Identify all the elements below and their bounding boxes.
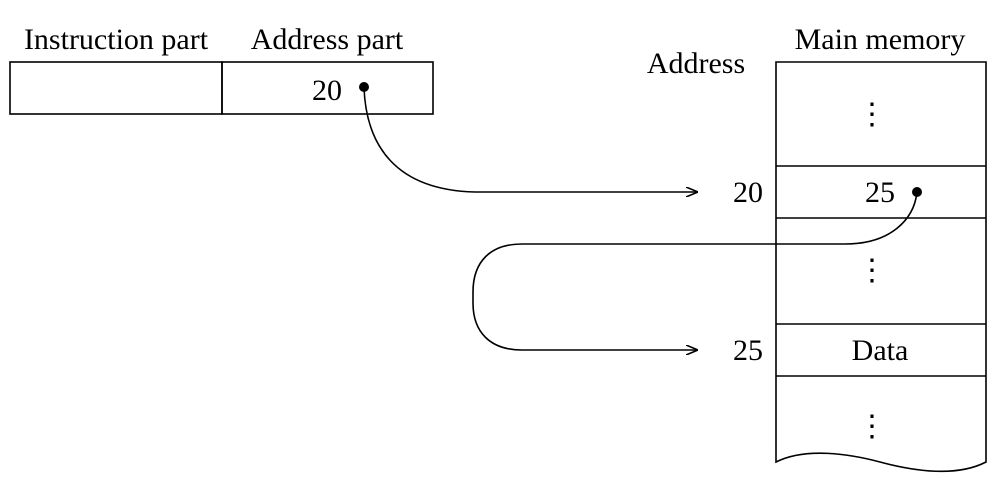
memory-cell-ellipsis: ⋮ [857, 98, 887, 131]
memory-cell-data: Data [852, 334, 909, 367]
memory-address-25: 25 [733, 334, 763, 367]
address-part-label: Address part [251, 23, 404, 56]
instruction-part-label: Instruction part [24, 23, 209, 56]
pointer-arrow-to-address-20 [363, 86, 697, 192]
main-memory: Main memory Address ⋮ 20 25 ⋮ 25 Data ⋮ [647, 23, 987, 472]
instruction-format: Instruction part Address part 20 [9, 23, 434, 115]
pointer-arrow-to-address-25 [472, 191, 918, 350]
address-column-label: Address [647, 47, 745, 80]
address-part-field [221, 61, 434, 115]
memory-cell-ellipsis: ⋮ [857, 410, 887, 443]
memory-address-20: 20 [733, 176, 763, 209]
memory-cell-content-25: 25 [865, 176, 895, 209]
memory-outline [775, 61, 987, 472]
main-memory-title: Main memory [795, 23, 966, 56]
memory-cell-ellipsis: ⋮ [857, 254, 887, 287]
address-part-value: 20 [312, 74, 342, 107]
instruction-part-field [9, 61, 223, 115]
